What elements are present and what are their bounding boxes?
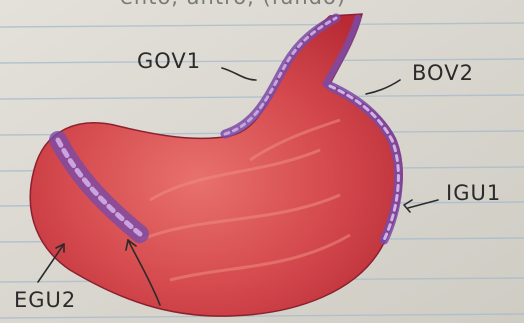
top-text: ento, antro, (fundo) — [120, 0, 346, 9]
label-gov1: GOV1 — [137, 49, 201, 73]
label-egu2: EGU2 — [14, 288, 76, 312]
label-igu1: IGU1 — [446, 181, 501, 205]
label-gov2: BOV2 — [412, 61, 474, 85]
